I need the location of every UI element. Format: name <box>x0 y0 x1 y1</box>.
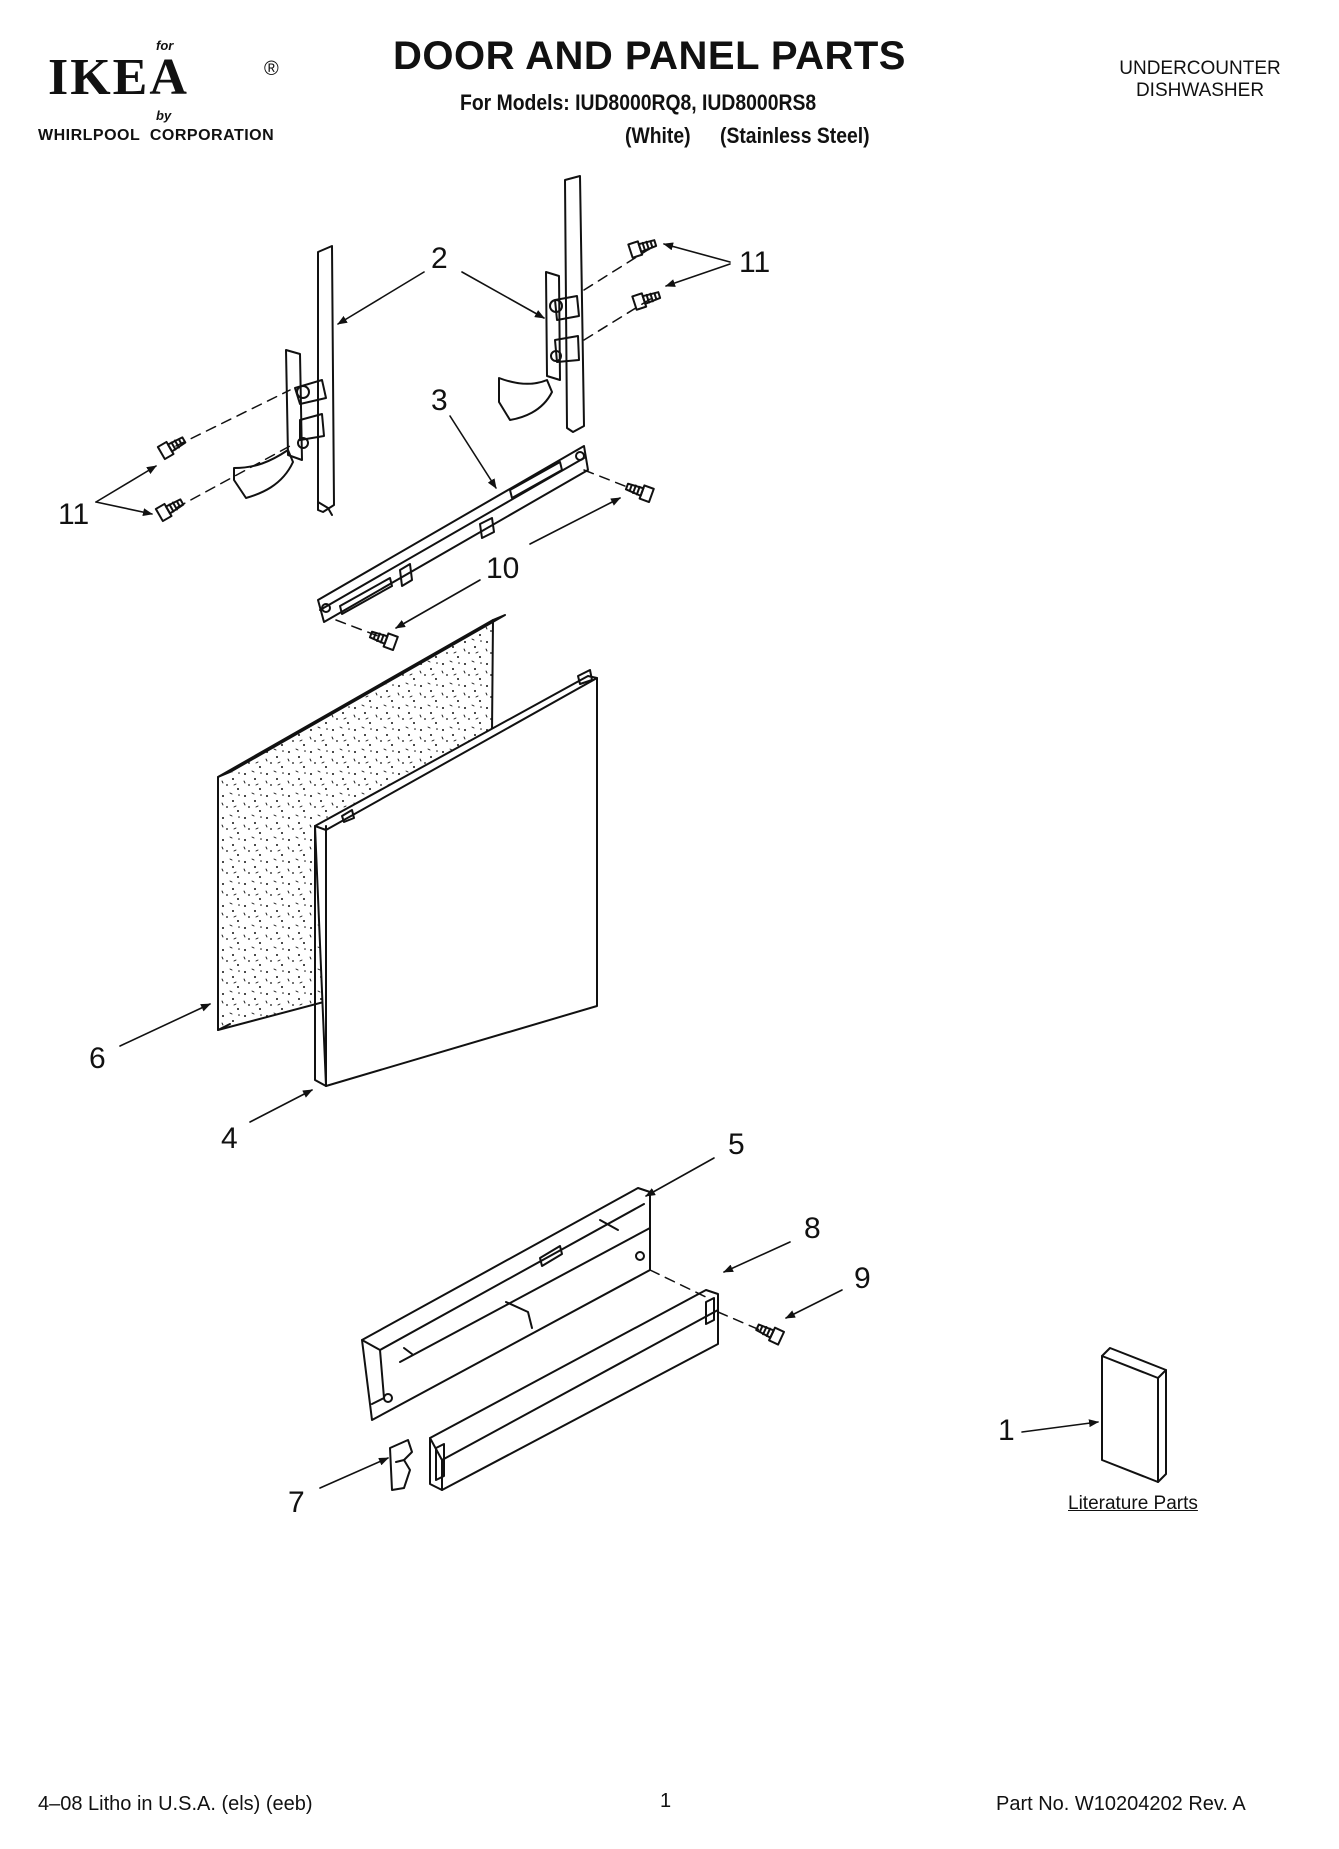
callout-1: 1 <box>998 1414 1015 1447</box>
callout-11-left: 11 <box>58 498 90 531</box>
callout-5: 5 <box>728 1128 745 1161</box>
literature-parts-label: Literature Parts <box>1068 1493 1198 1514</box>
screw-9 <box>755 1323 786 1346</box>
part-2-right-hinge-bracket <box>498 175 585 433</box>
callout-10: 10 <box>486 552 520 585</box>
callout-6: 6 <box>89 1042 106 1075</box>
screw-11-left-a <box>156 436 187 461</box>
callout-7: 7 <box>288 1486 305 1519</box>
part-7-clip <box>389 1439 413 1491</box>
logo-corporation: WHIRLPOOL CORPORATION <box>38 127 275 144</box>
part-1-literature-book <box>1101 1347 1167 1483</box>
product-category: UNDERCOUNTER DISHWASHER <box>1090 58 1310 102</box>
screw-10-right <box>624 482 655 503</box>
logo-by-text: by <box>156 108 172 123</box>
screw-10-left <box>368 630 399 651</box>
footer-page-number: 1 <box>660 1790 672 1812</box>
callout-11-top: 11 <box>739 246 771 279</box>
footer-part-number: Part No. W10204202 Rev. A <box>996 1793 1246 1815</box>
part-3-mounting-bracket <box>317 445 589 623</box>
alignment-dashes <box>175 245 761 1331</box>
finish-stainless: (Stainless Steel) <box>720 123 870 148</box>
footer-litho: 4–08 Litho in U.S.A. (els) (eeb) <box>38 1793 313 1815</box>
models-line: For Models: IUD8000RQ8, IUD8000RS8 <box>460 90 817 115</box>
callout-2: 2 <box>431 242 448 275</box>
part-5-toe-bracket <box>361 1187 651 1421</box>
page-title: DOOR AND PANEL PARTS <box>393 34 906 78</box>
callout-9: 9 <box>854 1262 871 1295</box>
logo-wordmark: IKEA <box>48 49 189 106</box>
part-4-door-panel <box>314 669 598 1087</box>
logo-for-text: for <box>156 38 174 53</box>
finish-white: (White) <box>625 123 691 148</box>
category-line-1: UNDERCOUNTER <box>1119 58 1281 79</box>
callout-3: 3 <box>431 384 448 417</box>
logo-registered-mark: ® <box>264 58 279 80</box>
part-2-left-hinge-bracket <box>233 245 335 516</box>
callout-8: 8 <box>804 1212 821 1245</box>
screw-11-left-b <box>154 498 185 523</box>
category-line-2: DISHWASHER <box>1135 79 1265 101</box>
leader-arrows <box>95 242 1099 1489</box>
part-8-toe-panel <box>429 1289 719 1491</box>
callout-4: 4 <box>221 1122 238 1155</box>
screw-11-top-a <box>627 239 658 259</box>
screw-11-top-b <box>631 291 662 311</box>
brand-logo: for IKEA ® by WHIRLPOOL CORPORATION <box>38 38 298 148</box>
